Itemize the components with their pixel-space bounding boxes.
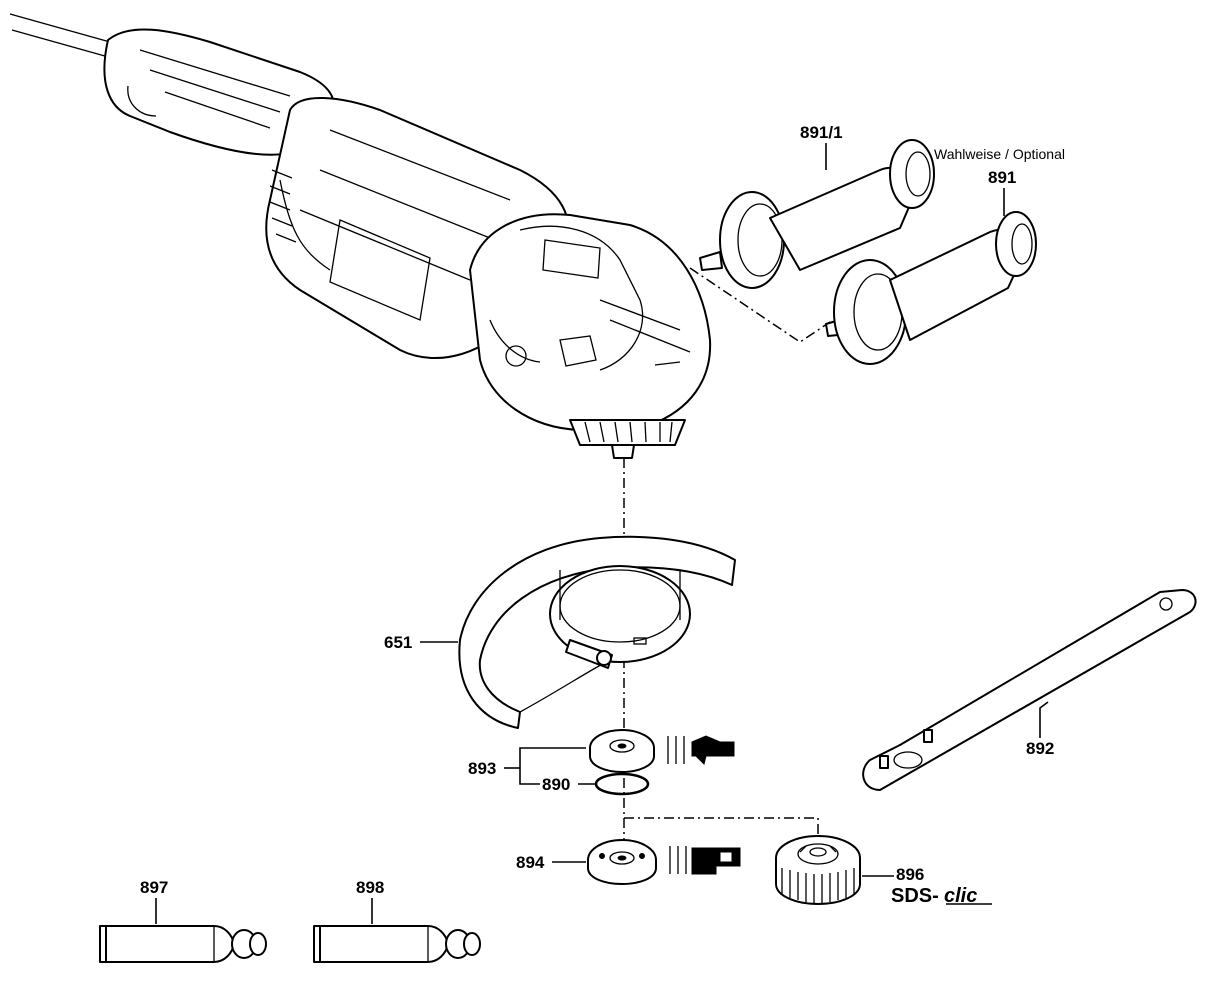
bracket-893 [519, 747, 586, 785]
flange-orientation-symbol-bottom [669, 846, 741, 875]
part-label-896: 896 [896, 865, 924, 884]
flange-orientation-symbol-top [667, 735, 735, 765]
part-label-891-1: 891/1 [800, 123, 843, 142]
part-label-897: 897 [140, 878, 168, 897]
quick-clamping-nut-896 [775, 835, 861, 905]
sds-clic-brand-suffix: clic [944, 885, 977, 907]
auxiliary-handle-891 [825, 211, 1037, 365]
leader-892 [1039, 701, 1049, 738]
optional-note: Wahlweise / Optional [934, 146, 1065, 162]
part-label-891: 891 [988, 168, 1016, 187]
part-label-651: 651 [384, 633, 412, 652]
part-label-893: 893 [468, 759, 496, 778]
handle-axis-line [689, 267, 831, 343]
grease-tube-897 [99, 925, 267, 963]
auxiliary-handle-891-1 [699, 139, 935, 289]
grease-tube-898 [313, 925, 481, 963]
wheel-guard-651 [458, 535, 736, 729]
part-label-892: 892 [1026, 739, 1054, 758]
part-label-894: 894 [516, 853, 545, 872]
mounting-flange-894 [587, 839, 657, 885]
part-label-890: 890 [542, 775, 570, 794]
mounting-flange-893 [589, 729, 655, 773]
flange-nut-link-line [624, 817, 819, 840]
spanner-wrench-892 [862, 589, 1197, 791]
sds-clic-brand-prefix: SDS- [891, 885, 939, 907]
angle-grinder-body [9, 13, 712, 459]
part-label-898: 898 [356, 878, 384, 897]
o-ring-890 [594, 772, 650, 796]
